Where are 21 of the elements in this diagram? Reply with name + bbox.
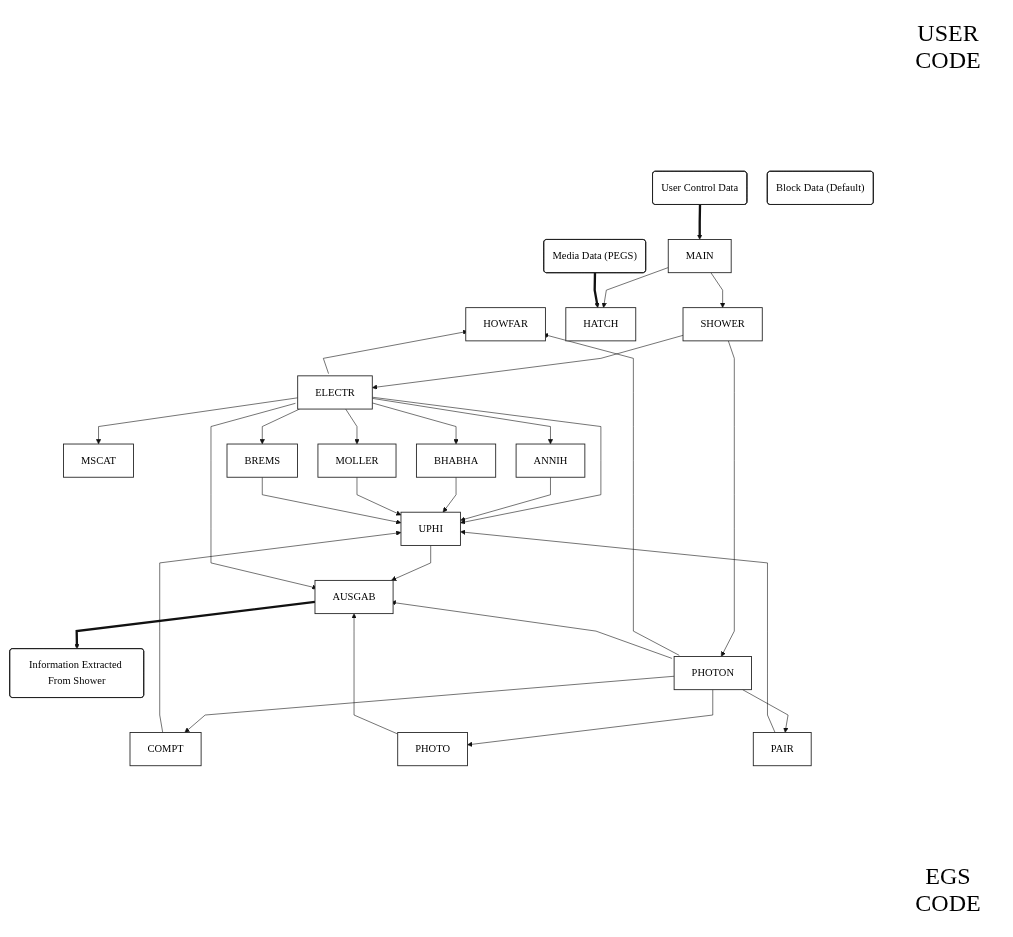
node-box: ELECTR xyxy=(297,375,373,410)
arrow xyxy=(593,272,600,308)
code-level-label: EGS CODE xyxy=(914,863,982,917)
node-box: AUSGAB xyxy=(314,579,394,615)
node-box: PHOTON xyxy=(673,656,752,691)
node-box: MOLLER xyxy=(317,443,397,478)
node-box: MSCAT xyxy=(63,443,134,478)
node-box: PHOTO xyxy=(397,732,468,767)
node-box: MAIN xyxy=(667,239,732,274)
node-box: UPHI xyxy=(400,511,461,546)
node-box: BREMS xyxy=(226,443,298,478)
arrow xyxy=(74,600,316,650)
node-box: HATCH xyxy=(565,307,637,342)
node-box: COMPT xyxy=(129,732,202,767)
node-box: ANNIH xyxy=(515,443,586,478)
code-level-label: USER CODE xyxy=(914,20,982,74)
node-box: BHABHA xyxy=(416,443,497,478)
node-box: PAIR xyxy=(752,732,812,767)
node-box: HOWFAR xyxy=(465,307,546,342)
node-box: SHOWER xyxy=(682,307,763,342)
arrow xyxy=(697,204,703,240)
